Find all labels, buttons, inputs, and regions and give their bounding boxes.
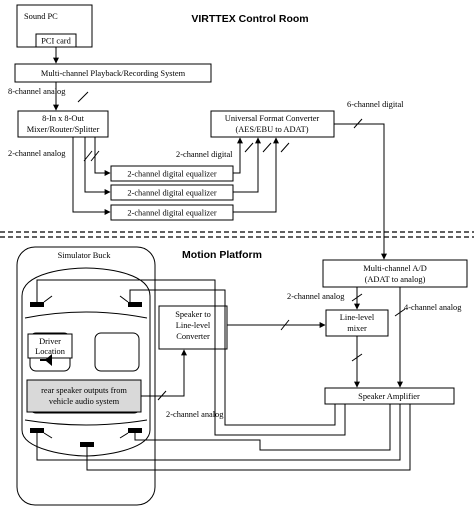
analog2-platform-label: 2-channel analog bbox=[287, 292, 345, 301]
amp-to-subwoofer-wire bbox=[86, 404, 411, 471]
front-right-speaker-stub bbox=[119, 295, 129, 303]
converter-to-mixer-slash bbox=[280, 319, 290, 331]
playback-system-box bbox=[14, 63, 212, 83]
analog8-label: 8-channel analog bbox=[8, 87, 66, 96]
driver-speaker-icon bbox=[40, 354, 52, 366]
front-left-speaker-icon bbox=[30, 302, 44, 307]
rear-window-line bbox=[24, 419, 148, 426]
equalizer-3-label: 2-channel digital equalizer bbox=[127, 209, 217, 218]
analog2-bottom-label: 2-channel analog bbox=[166, 410, 224, 419]
multichannel-ad-label-2: (ADAT to analog) bbox=[365, 275, 426, 284]
equalizer-2-label: 2-channel digital equalizer bbox=[127, 189, 217, 198]
format-converter-label-2: (AES/EBU to ADAT) bbox=[235, 125, 308, 134]
rear-speaker-outputs-box bbox=[26, 379, 142, 413]
driver-location-label-2: Location bbox=[35, 347, 66, 356]
mixer-to-eq1-arrow bbox=[94, 137, 111, 176]
analog8-slash bbox=[77, 91, 89, 103]
windshield-line bbox=[24, 311, 148, 319]
speaker-to-line-converter-label-3: Converter bbox=[176, 332, 210, 341]
car-body-outline bbox=[21, 267, 151, 457]
mixer-to-amp-slash bbox=[351, 353, 363, 362]
format-converter-label-1: Universal Format Converter bbox=[225, 114, 320, 123]
mixer-router-label-2: Mixer/Router/Splitter bbox=[27, 125, 100, 134]
line-level-mixer-box bbox=[325, 309, 389, 337]
driver-location-label-1: Driver bbox=[39, 337, 61, 346]
eq2-to-converter-arrow bbox=[233, 137, 261, 193]
digital6-label: 6-channel digital bbox=[347, 100, 404, 109]
ad-to-mixer-slash bbox=[351, 293, 363, 302]
rear-right-speaker-stub bbox=[119, 432, 129, 439]
digital2-slash-1 bbox=[244, 142, 254, 153]
motion-platform-title: Motion Platform bbox=[182, 249, 262, 261]
rear-speaker-outputs-label-2: vehicle audio system bbox=[49, 397, 120, 406]
multichannel-ad-label-1: Multi-channel A/D bbox=[363, 264, 427, 273]
digital2-slash-2 bbox=[262, 142, 272, 153]
control-room-title: VIRTTEX Control Room bbox=[191, 13, 308, 25]
analog4-slash bbox=[394, 308, 406, 317]
format-converter-box bbox=[210, 110, 335, 138]
amp-to-front-right-wire bbox=[129, 289, 336, 426]
multichannel-ad-box bbox=[322, 259, 468, 288]
simulator-buck-label: Simulator Buck bbox=[58, 251, 112, 260]
digital6-slash bbox=[353, 118, 363, 129]
line-level-mixer-label-1: Line-level bbox=[340, 313, 375, 322]
equalizer-1-label: 2-channel digital equalizer bbox=[127, 170, 217, 179]
eq3-to-converter-arrow bbox=[233, 137, 279, 213]
amp-to-rear-left-wire bbox=[36, 404, 401, 461]
digital2-slash-3 bbox=[280, 142, 290, 153]
digital2-label: 2-channel digital bbox=[176, 150, 233, 159]
analog4-label: 4-channel analog bbox=[404, 303, 462, 312]
sound-pc-label: Sound PC bbox=[24, 12, 58, 21]
amp-to-front-left-wire bbox=[36, 279, 346, 436]
front-right-speaker-icon bbox=[128, 302, 142, 307]
rear-right-speaker-icon bbox=[128, 428, 142, 433]
rear-left-speaker-icon bbox=[30, 428, 44, 433]
passenger-seat bbox=[94, 332, 140, 372]
front-left-speaker-stub bbox=[43, 295, 53, 303]
simulator-buck-outline bbox=[16, 246, 156, 506]
analog2-left-label: 2-channel analog bbox=[8, 149, 66, 158]
converter-to-ad-arrow bbox=[334, 123, 387, 260]
mixer-router-label-1: 8-In x 8-Out bbox=[42, 114, 85, 123]
speaker-amplifier-label: Speaker Amplifier bbox=[358, 392, 420, 401]
mixer-router-box bbox=[17, 110, 109, 138]
subwoofer-speaker-icon bbox=[80, 442, 94, 447]
line-level-mixer-label-2: mixer bbox=[347, 324, 367, 333]
mixer-to-eq3-arrow bbox=[72, 137, 111, 215]
speaker-to-line-converter-box bbox=[158, 305, 228, 350]
analog2-bottom-slash bbox=[157, 390, 167, 401]
speaker-to-line-converter-label-1: Speaker to bbox=[175, 310, 211, 319]
pci-card-label: PCI card bbox=[41, 37, 71, 46]
rear-left-speaker-stub bbox=[43, 432, 53, 439]
speaker-to-line-converter-label-2: Line-level bbox=[176, 321, 211, 330]
playback-system-label: Multi-channel Playback/Recording System bbox=[41, 69, 186, 78]
amp-to-rear-right-wire bbox=[134, 404, 391, 451]
mixer-to-eq2-arrow bbox=[84, 137, 111, 195]
eq1-to-converter-arrow bbox=[233, 137, 243, 174]
rear-speaker-outputs-label-1: rear speaker outputs from bbox=[41, 386, 127, 395]
rear-outputs-to-converter-arrow bbox=[141, 349, 187, 397]
